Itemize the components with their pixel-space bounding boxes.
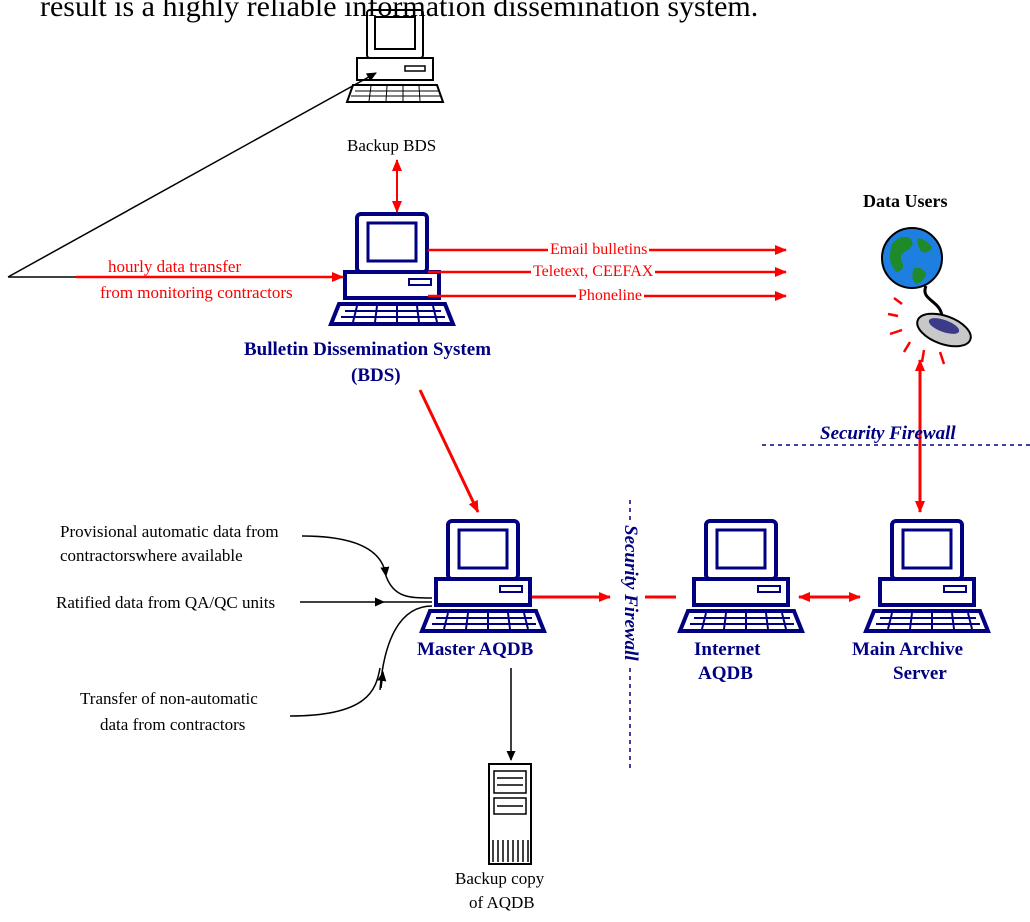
- arrowhead-non-automatic: [377, 671, 387, 689]
- main-archive-label-line1: Main Archive: [852, 639, 964, 660]
- email-bulletins-label: Email bulletins: [548, 241, 650, 258]
- backup-bds-computer-icon: [346, 9, 444, 103]
- globe-mouse-icon: [881, 227, 972, 365]
- ratified-label: Ratified data from QA/QC units: [56, 593, 276, 612]
- hourly-transfer-line2: from monitoring contractors: [100, 283, 293, 302]
- curve-non-automatic: [289, 667, 381, 717]
- bds-label-line2: (BDS): [351, 365, 401, 386]
- non-automatic-line2: data from contractors: [100, 715, 246, 734]
- teletext-label: Teletext, CEEFAX: [531, 263, 656, 280]
- vertical-security-firewall-label: Security Firewall: [620, 521, 641, 665]
- data-users-label: Data Users: [863, 191, 948, 211]
- main-archive-label-line2: Server: [893, 663, 947, 684]
- backup-copy-line1: Backup copy: [455, 869, 545, 888]
- provisional-line2: contractorswhere available: [60, 546, 243, 565]
- backup-copy-line2: of AQDB: [469, 893, 535, 912]
- curve-provisional-join: [385, 575, 433, 599]
- line-to-backup-bds: [7, 72, 377, 278]
- provisional-line1: Provisional automatic data from: [60, 522, 279, 541]
- internet-aqdb-computer-icon: [678, 519, 804, 633]
- backup-tower-icon: [488, 763, 532, 865]
- bds-computer-icon: [329, 212, 455, 326]
- internet-aqdb-label-line2: AQDB: [698, 663, 753, 684]
- main-archive-server-icon: [864, 519, 990, 633]
- arrow-bds-to-master: [418, 389, 480, 513]
- non-automatic-line1: Transfer of non-automatic: [80, 689, 258, 708]
- master-aqdb-label: Master AQDB: [417, 639, 534, 660]
- master-aqdb-computer-icon: [420, 519, 546, 633]
- bds-label-line1: Bulletin Dissemination System: [244, 339, 492, 360]
- hourly-transfer-line1: hourly data transfer: [108, 257, 242, 276]
- backup-bds-label: Backup BDS: [347, 136, 437, 155]
- phoneline-label: Phoneline: [576, 287, 644, 304]
- internet-aqdb-label-line1: Internet: [694, 639, 761, 660]
- top-security-firewall-label: Security Firewall: [820, 423, 956, 444]
- curve-provisional: [301, 535, 390, 577]
- intro-text-fragment: result is a highly reliable information …: [40, 0, 759, 23]
